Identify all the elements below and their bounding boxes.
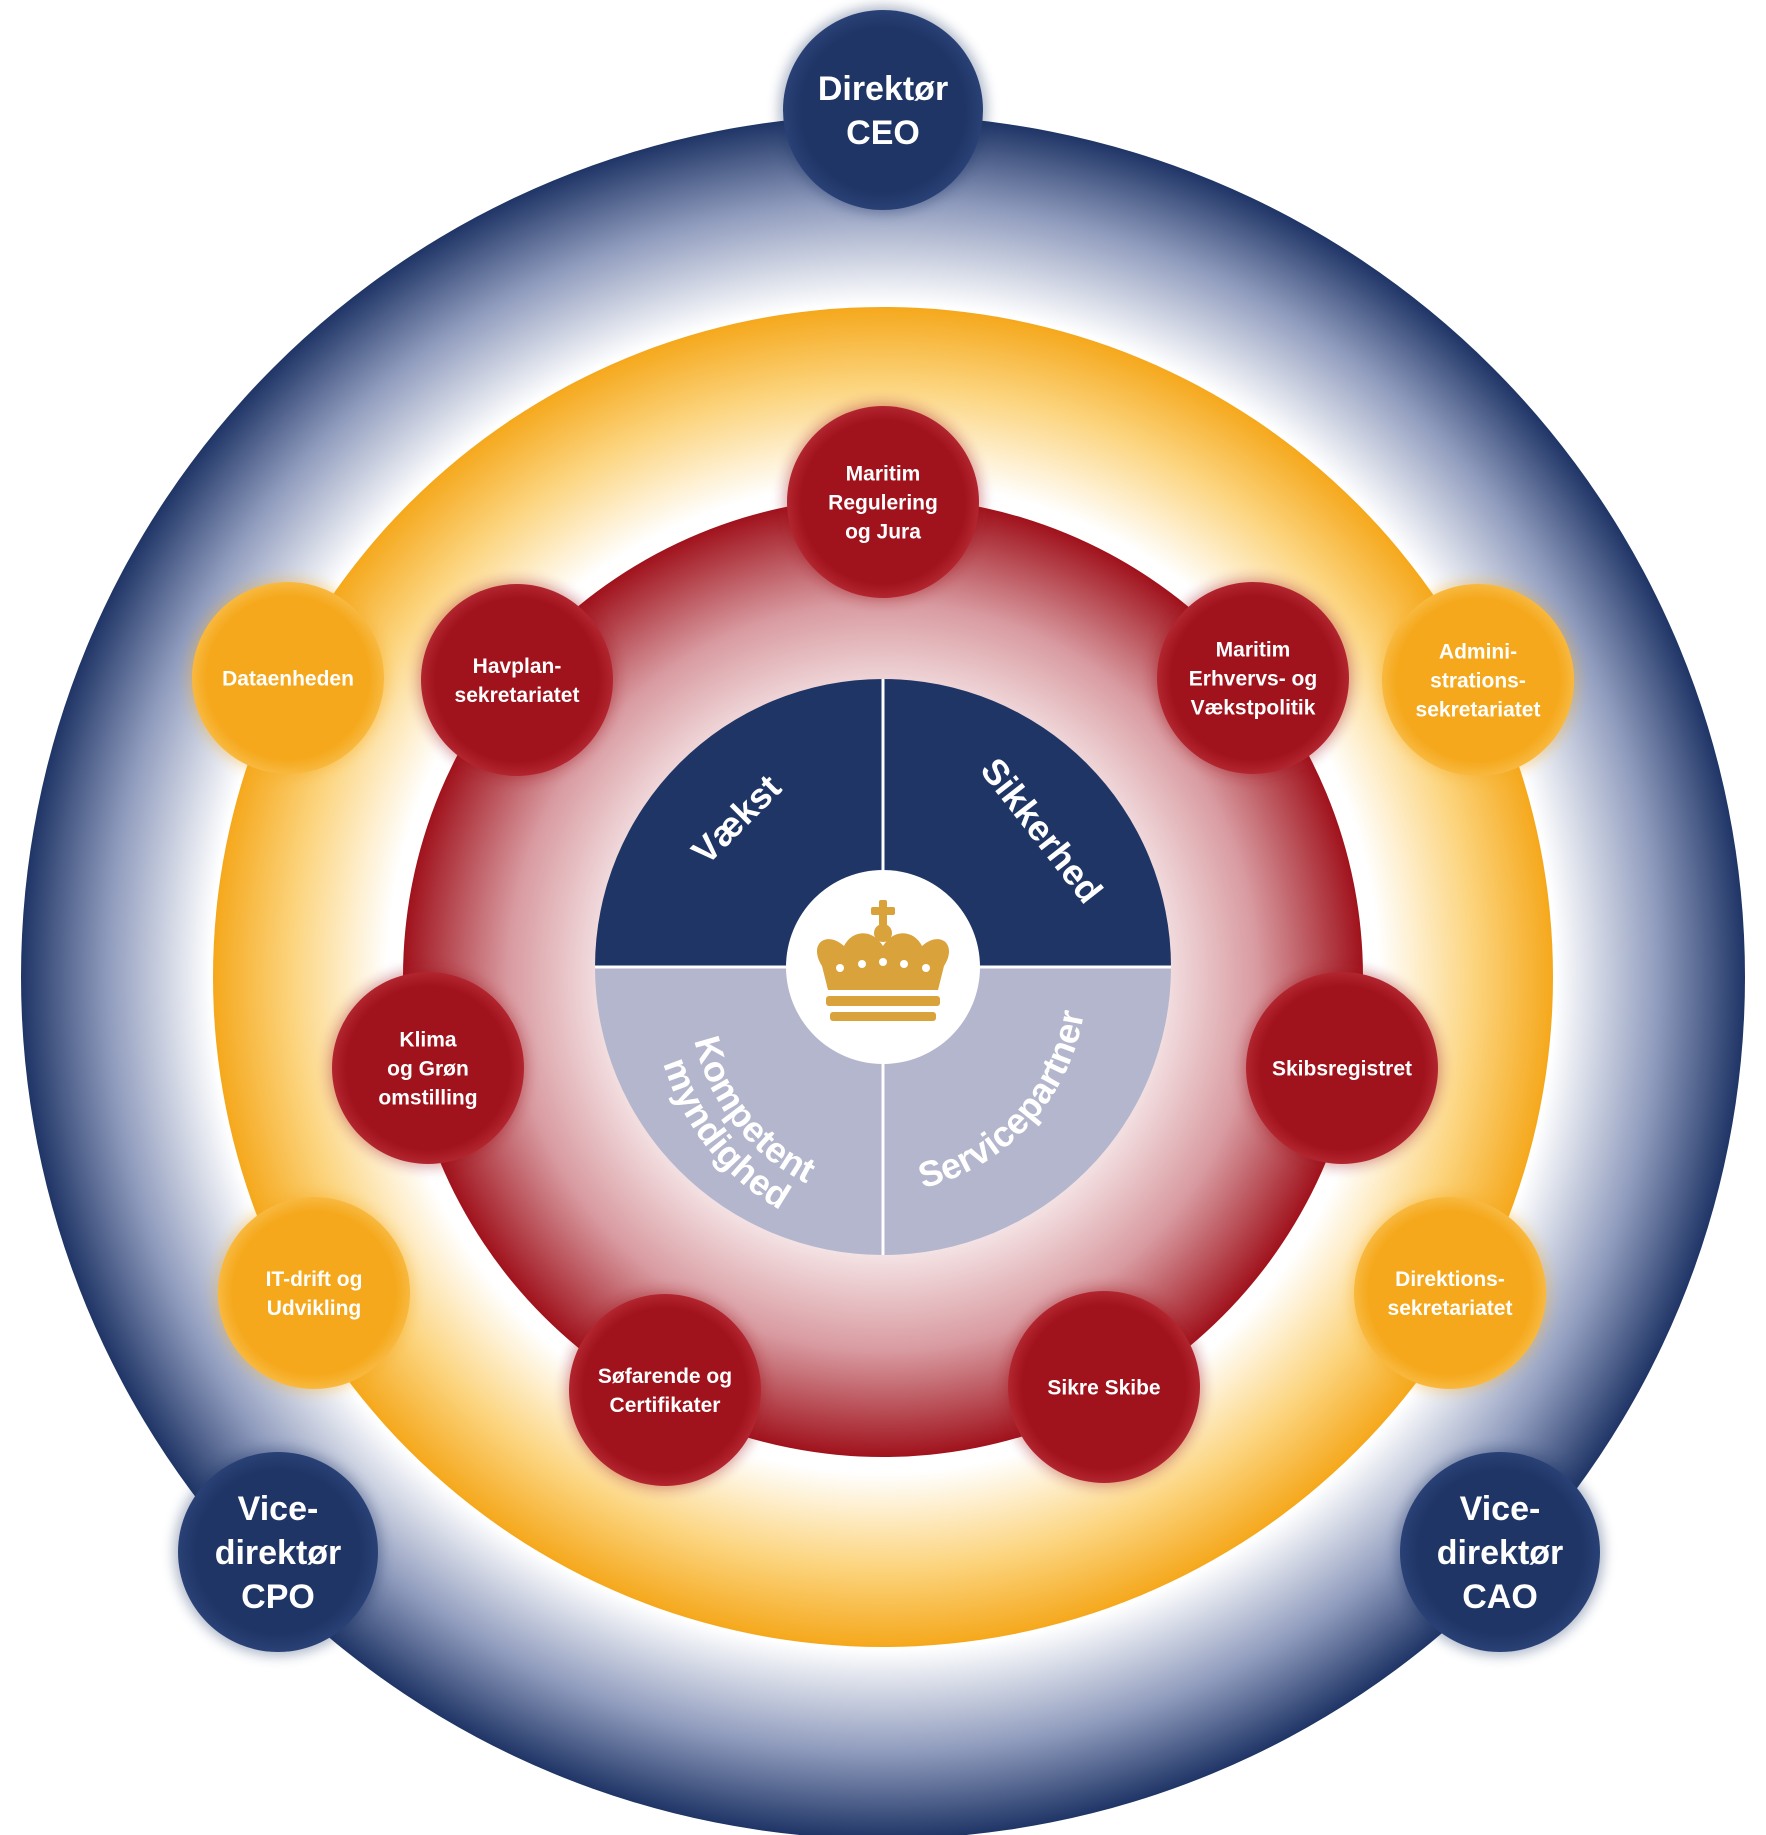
unit-node-label-line: Havplan- <box>473 655 562 678</box>
sec-node-label-line: Direktions- <box>1395 1268 1505 1291</box>
unit-node-sofarende: Søfarende og Certifikater <box>565 1290 765 1490</box>
unit-node-havplan: Havplan-sekretariatet <box>417 580 617 780</box>
unit-node-label: Sikre Skibe <box>1047 1376 1160 1399</box>
exec-node-label-line: CEO <box>846 114 920 152</box>
unit-node-circle <box>1008 1291 1200 1483</box>
unit-node-circle <box>1246 972 1438 1164</box>
sec-node-circle <box>1382 584 1574 776</box>
sec-node-label-line: Udvikling <box>267 1297 362 1320</box>
unit-node-circle <box>787 406 979 598</box>
unit-node-label-line: Regulering <box>828 491 938 514</box>
unit-node-label-line: Sikre Skibe <box>1047 1376 1160 1399</box>
unit-node-label-line: Maritim <box>846 462 921 485</box>
exec-node-label-line: CAO <box>1462 1578 1538 1616</box>
unit-node-skibsregistret: Skibsregistret <box>1242 968 1442 1168</box>
unit-node-label-line: og Grøn <box>387 1057 469 1080</box>
unit-node-label-line: Maritim <box>1216 638 1291 661</box>
unit-node-circle <box>1157 582 1349 774</box>
sec-node-circle <box>218 1197 410 1389</box>
unit-node-label: Havplan-sekretariatet <box>455 655 580 707</box>
unit-node-circle <box>569 1294 761 1486</box>
unit-node-label: Søfarende og Certifikater <box>598 1365 732 1417</box>
sec-node-label-line: sekretariatet <box>1388 1297 1513 1320</box>
exec-node-circle <box>178 1452 378 1652</box>
unit-node-label-line: Certifikater <box>610 1394 721 1417</box>
exec-node-label-line: Vice- <box>238 1490 319 1528</box>
sec-node-dataenheden: Dataenheden <box>188 578 388 778</box>
unit-node-klima: Klima og Grøn omstilling <box>328 968 528 1168</box>
sec-node-label-line: Dataenheden <box>222 667 354 690</box>
unit-node-label-line: og Jura <box>845 520 921 543</box>
exec-node-label-line: Direktør <box>818 70 948 108</box>
exec-node-circle <box>1400 1452 1600 1652</box>
sec-node-circle <box>192 582 384 774</box>
sec-node-label-line: Admini- <box>1439 640 1517 663</box>
unit-node-circle <box>421 584 613 776</box>
royal-crown-icon <box>786 870 980 1064</box>
quadrant-kompetent-myndighed <box>595 967 883 1255</box>
sec-node-label-line: sekretariatet <box>1416 698 1541 721</box>
core-quadrants <box>595 679 1171 1255</box>
exec-node-label-line: direktør <box>215 1534 342 1572</box>
unit-node-label-line: Klima <box>399 1028 457 1051</box>
exec-node-label-line: CPO <box>241 1578 315 1616</box>
sec-node-direktionssekretariatet: Direktions-sekretariatet <box>1350 1193 1550 1393</box>
sec-node-it-drift: IT-drift og Udvikling <box>214 1193 414 1393</box>
sec-node-label: IT-drift og Udvikling <box>266 1268 363 1320</box>
unit-node-label-line: Erhvervs- og <box>1189 667 1317 690</box>
exec-node-label-line: Vice- <box>1460 1490 1541 1528</box>
unit-node-label-line: Vækstpolitik <box>1191 696 1316 719</box>
unit-node-label: Klima og Grøn omstilling <box>378 1028 477 1109</box>
sec-node-circle <box>1354 1197 1546 1389</box>
sec-node-label: Direktions-sekretariatet <box>1388 1268 1513 1320</box>
sec-node-label: Dataenheden <box>222 667 354 690</box>
sec-node-administrationssekretariatet: Admini-strations-sekretariatet <box>1378 580 1578 780</box>
unit-node-circle <box>332 972 524 1164</box>
quadrant-vaekst <box>595 679 883 967</box>
quadrant-sikkerhed <box>883 679 1171 967</box>
sec-node-label-line: IT-drift og <box>266 1268 363 1291</box>
unit-node-label-line: Skibsregistret <box>1272 1057 1412 1080</box>
quadrant-servicepartner <box>883 967 1171 1255</box>
unit-node-label-line: omstilling <box>378 1086 477 1109</box>
exec-node-circle <box>783 10 983 210</box>
unit-node-label: Skibsregistret <box>1272 1057 1412 1080</box>
sec-node-label: Admini-strations-sekretariatet <box>1416 640 1541 721</box>
unit-node-sikre-skibe: Sikre Skibe <box>1004 1287 1204 1487</box>
unit-node-label-line: sekretariatet <box>455 684 580 707</box>
exec-node-label-line: direktør <box>1437 1534 1564 1572</box>
sec-node-label-line: strations- <box>1430 669 1526 692</box>
unit-node-label-line: Søfarende og <box>598 1365 732 1388</box>
